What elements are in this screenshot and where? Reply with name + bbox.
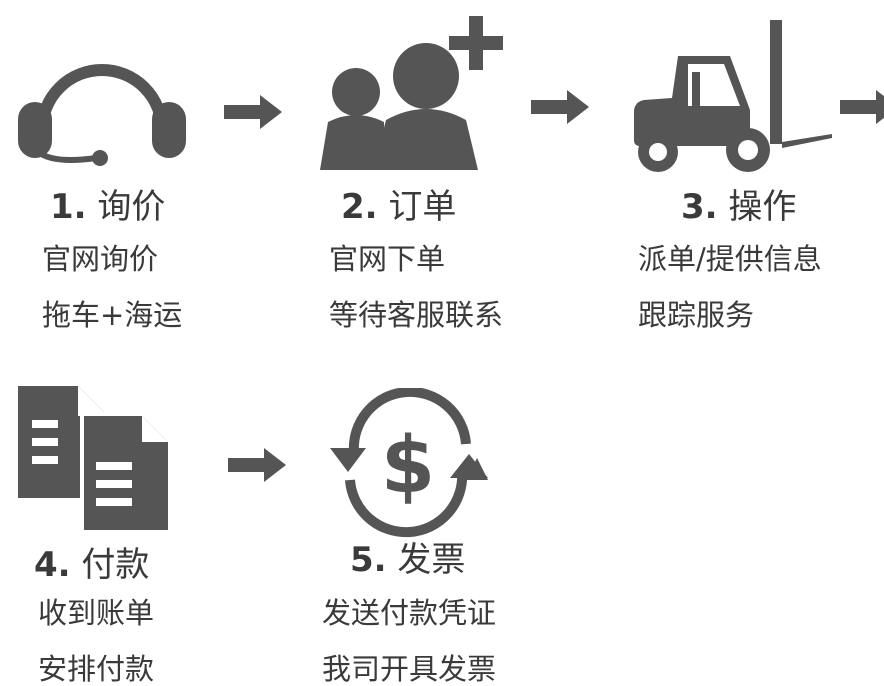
step-3-line-2: 跟踪服务 [638,298,755,332]
step-label: 付款 [81,545,150,585]
svg-text:$: $ [381,421,435,511]
dollar-exchange-icon: $ [326,388,490,538]
step-4-title: 4. 付款 [34,545,149,585]
step-5-title: 5. 发票 [350,540,465,580]
headset-icon [14,52,189,172]
forklift-icon [632,16,842,176]
step-label: 发票 [397,540,466,580]
step-number: 1. [50,187,87,227]
arrow-right-icon [228,448,286,482]
step-number: 2. [341,187,378,227]
arrow-right-icon [224,95,282,129]
add-users-icon [314,12,520,174]
step-number: 4. [34,545,71,585]
step-3-title: 3. 操作 [681,187,796,227]
step-1-title: 1. 询价 [50,187,165,227]
step-label: 订单 [388,187,457,227]
step-1-line-1: 官网询价 [42,242,159,276]
step-number: 5. [350,540,387,580]
step-2-line-2: 等待客服联系 [329,298,504,332]
step-label: 询价 [97,187,166,227]
step-5-line-1: 发送付款凭证 [322,596,497,630]
arrow-right-icon [531,90,589,124]
step-4-line-2: 安排付款 [38,652,155,686]
step-4-line-1: 收到账单 [38,596,155,630]
documents-icon [14,380,174,538]
step-number: 3. [681,187,718,227]
step-5-line-2: 我司开具发票 [322,652,497,686]
step-2-title: 2. 订单 [341,187,456,227]
step-2-line-1: 官网下单 [329,242,446,276]
arrow-right-icon [840,90,884,124]
step-3-line-1: 派单/提供信息 [638,242,822,276]
step-1-line-2: 拖车+海运 [42,298,183,332]
step-label: 操作 [728,187,797,227]
